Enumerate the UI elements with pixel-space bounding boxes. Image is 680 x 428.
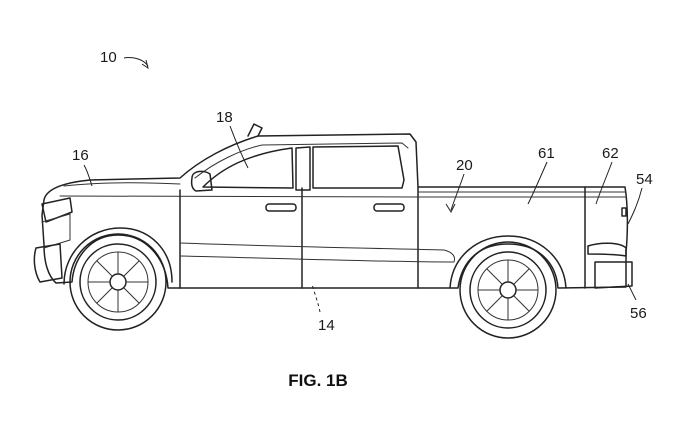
rear-bumper [594, 261, 633, 289]
body-crease-line [179, 242, 455, 263]
hood-line [63, 182, 181, 187]
label-bed-side: 61 [538, 145, 555, 162]
front-door-handle [265, 203, 297, 212]
truck-body-outline [41, 133, 629, 289]
headlight [41, 197, 73, 223]
front-bumper [33, 243, 63, 283]
front-wheel-arch [63, 227, 173, 285]
side-mirror [190, 170, 213, 192]
grille [41, 213, 71, 249]
tail-light [587, 242, 627, 257]
label-bumper: 56 [630, 305, 647, 322]
front-wheel [69, 233, 167, 331]
roof-antenna [247, 123, 263, 137]
rear-door-handle [373, 203, 405, 212]
rear-wheel [459, 241, 557, 339]
label-cargo-bed: 20 [456, 157, 473, 174]
upper-body-line [59, 195, 626, 198]
tailgate-handle [621, 207, 627, 217]
rear-wheel-arch [449, 235, 567, 289]
figure-caption: FIG. 1B [288, 371, 348, 390]
label-front-end: 16 [72, 147, 89, 164]
label-tailgate: 54 [636, 171, 653, 188]
rear-window [312, 145, 405, 189]
label-cab-roof: 18 [216, 109, 233, 126]
leader-lines [83, 57, 643, 313]
label-vehicle: 10 [100, 49, 117, 66]
label-door-seam: 14 [318, 317, 335, 334]
b-pillar [295, 146, 311, 191]
label-bed-rear: 62 [602, 145, 619, 162]
pickup-truck-drawing [33, 123, 633, 339]
